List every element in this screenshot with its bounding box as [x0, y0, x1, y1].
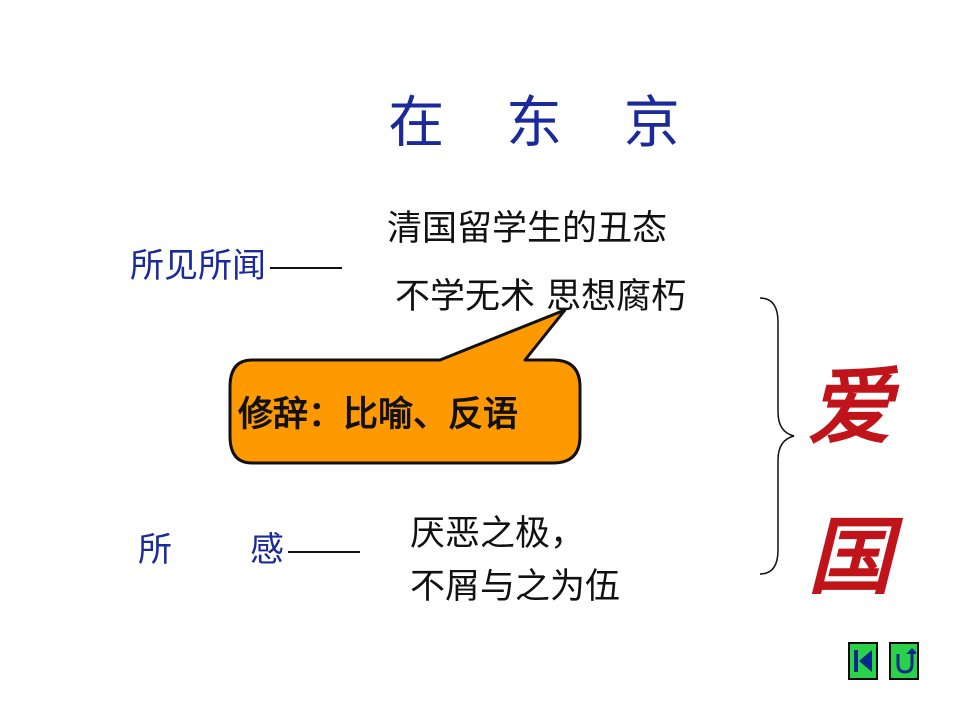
- feeling-line-1: 厌恶之极，: [410, 514, 586, 554]
- conclusion-char-country: 国: [808, 507, 893, 606]
- section-label-b: 感: [250, 530, 284, 570]
- section-label-feeling: 所感: [138, 522, 360, 571]
- return-icon: [896, 648, 916, 674]
- callout-text: 修辞：比喻、反语: [238, 395, 519, 435]
- dash-divider: [270, 267, 342, 269]
- dash-divider: [288, 551, 360, 553]
- first-slide-icon: [854, 650, 872, 672]
- observation-line-2: 不学无术 思想腐朽: [395, 277, 687, 317]
- feeling-line-2: 不屑与之为伍: [410, 567, 621, 607]
- callout-bubble: [228, 308, 582, 465]
- curly-brace: [759, 297, 795, 575]
- section-label-text: 所见所闻: [130, 246, 266, 286]
- observation-line-1: 清国留学生的丑态: [387, 209, 668, 249]
- section-label-a: 所: [138, 530, 172, 570]
- section-label-seen-heard: 所见所闻: [130, 238, 342, 287]
- return-button[interactable]: [889, 642, 919, 680]
- page-title: 在 东 京: [388, 91, 702, 156]
- conclusion-char-love: 爱: [808, 357, 893, 456]
- first-slide-button[interactable]: [848, 642, 878, 680]
